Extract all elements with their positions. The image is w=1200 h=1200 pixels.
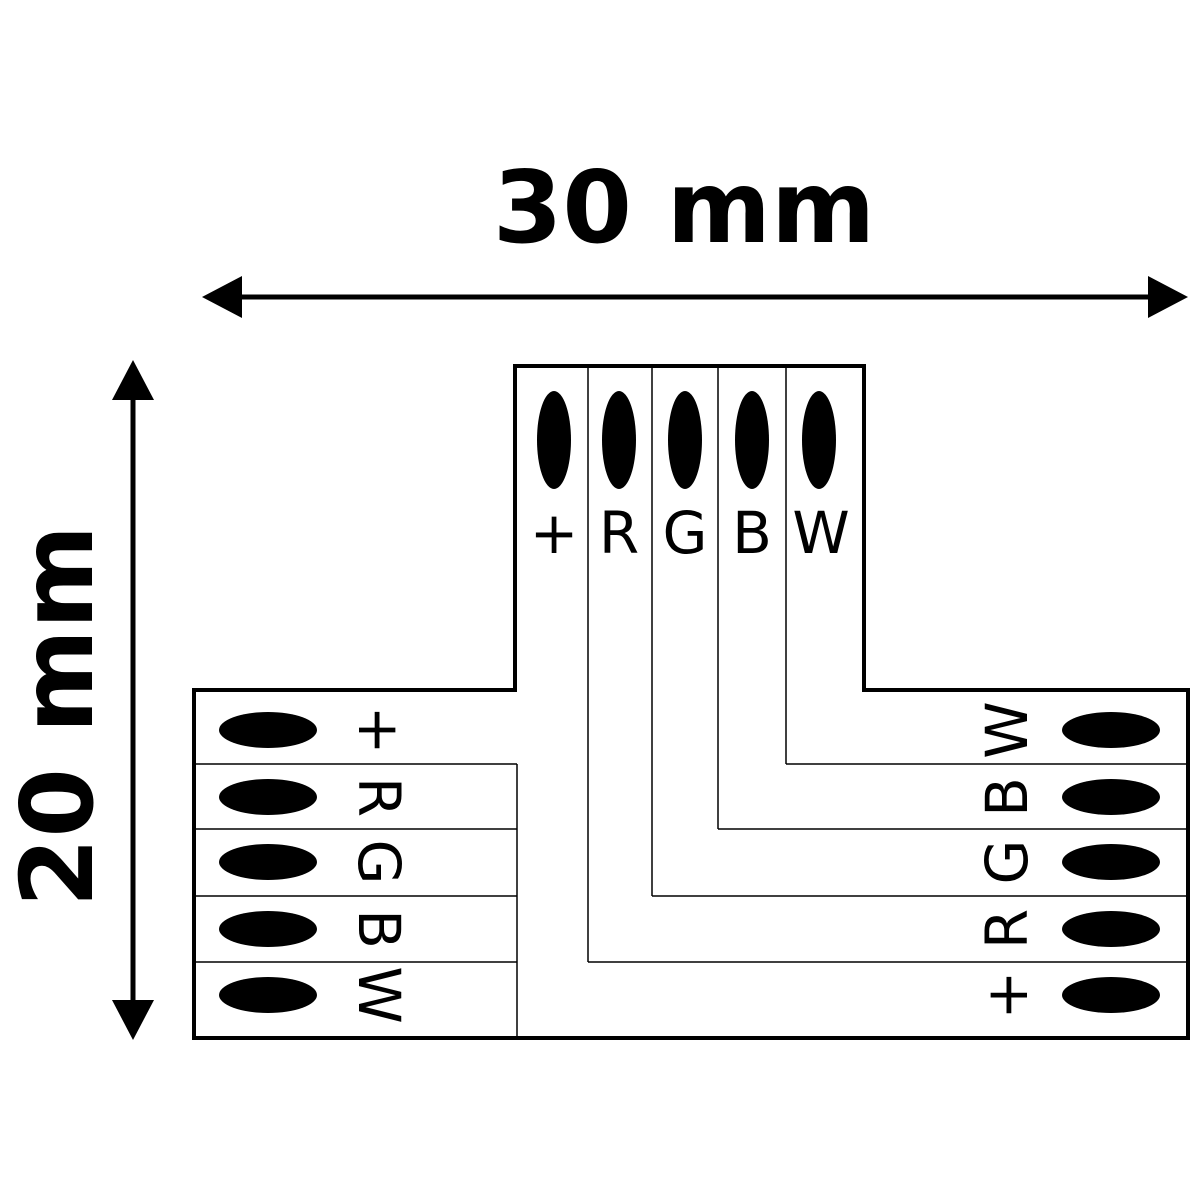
t-connector-outline bbox=[192, 364, 1190, 1040]
left-pad bbox=[219, 779, 317, 815]
right-pin-label: R bbox=[973, 909, 1041, 949]
left-pad bbox=[219, 712, 317, 748]
height-dimension-arrow bbox=[112, 360, 154, 1040]
right-pad bbox=[1062, 911, 1160, 947]
left-pin-label: R bbox=[345, 777, 413, 817]
right-pin-label: + bbox=[973, 971, 1041, 1020]
right-pin-label: G bbox=[973, 840, 1041, 885]
top-pad bbox=[602, 391, 636, 489]
top-pin-labels: + R G B W bbox=[530, 499, 850, 567]
left-pad bbox=[219, 844, 317, 880]
internal-traces bbox=[196, 368, 1186, 1036]
left-pads bbox=[219, 712, 317, 1013]
right-pin-labels: W B G R + bbox=[973, 701, 1041, 1019]
right-pad bbox=[1062, 844, 1160, 880]
top-pad bbox=[668, 391, 702, 489]
right-pin-label: W bbox=[973, 701, 1041, 758]
left-pin-labels: + R G B W bbox=[345, 706, 413, 1024]
top-pin-label: + bbox=[530, 499, 579, 567]
right-pads bbox=[1062, 712, 1160, 1013]
right-pad bbox=[1062, 977, 1160, 1013]
width-dimension-arrow bbox=[202, 276, 1188, 318]
left-pin-label: B bbox=[345, 909, 413, 949]
top-pin-label: B bbox=[732, 499, 772, 567]
left-pin-label: W bbox=[345, 966, 413, 1023]
right-pad bbox=[1062, 712, 1160, 748]
top-pin-label: W bbox=[792, 499, 849, 567]
top-pin-label: G bbox=[663, 499, 708, 567]
width-dimension-label: 30 mm bbox=[493, 149, 875, 266]
left-pin-label: + bbox=[345, 706, 413, 755]
right-pad bbox=[1062, 779, 1160, 815]
top-pads bbox=[537, 391, 836, 489]
top-pin-label: R bbox=[599, 499, 639, 567]
top-pad bbox=[537, 391, 571, 489]
left-pad bbox=[219, 977, 317, 1013]
left-pin-label: G bbox=[345, 840, 413, 885]
height-dimension-label: 20 mm bbox=[0, 525, 116, 907]
top-pad bbox=[735, 391, 769, 489]
top-pad bbox=[802, 391, 836, 489]
right-pin-label: B bbox=[973, 777, 1041, 817]
left-pad bbox=[219, 911, 317, 947]
